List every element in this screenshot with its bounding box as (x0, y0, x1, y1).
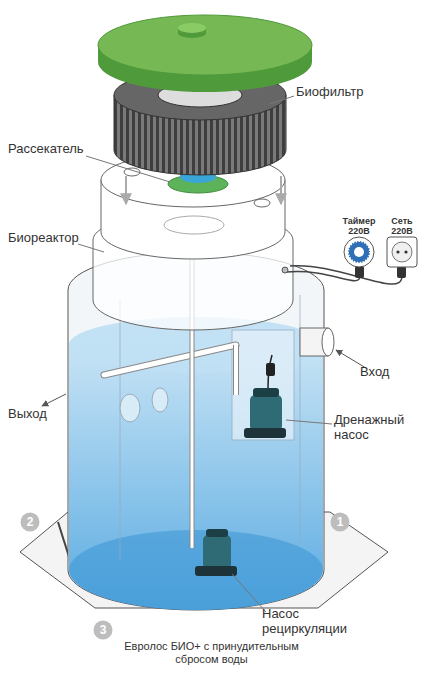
assembly-arrow (125, 176, 127, 204)
recirculation-pump-cap (206, 529, 228, 537)
partition (120, 295, 300, 560)
socket-icon (384, 236, 420, 268)
callout-number-text: 3 (93, 620, 113, 640)
float-switch (266, 363, 275, 376)
leader-line (42, 394, 66, 406)
drain-pipe (233, 345, 239, 395)
callout-fill (94, 621, 113, 640)
drainage-pump-base (244, 428, 286, 438)
leader-line (86, 156, 170, 182)
callout-number-text: 1 (330, 512, 350, 532)
part-label: Рассекатель (8, 141, 118, 156)
power-cable (290, 266, 402, 284)
lid-top (98, 15, 312, 75)
power-heading: Таймер 220В (336, 216, 382, 236)
recirculation-pump (203, 535, 231, 569)
callout-number: 2 (20, 512, 40, 532)
power-cable (286, 272, 360, 281)
overflow-hole (152, 388, 168, 412)
leader-line (286, 420, 332, 424)
inner-cylinder (164, 216, 224, 234)
power-heading: Сеть 220В (384, 216, 420, 236)
overflow-hole (120, 394, 140, 422)
socket-pin (396, 250, 399, 253)
callout-number: 1 (330, 512, 350, 532)
part-label: Дренажный насос (334, 412, 420, 442)
plate-hole (254, 199, 270, 207)
socket-pin (404, 250, 407, 253)
water (69, 317, 323, 610)
drain-pipe (234, 345, 238, 395)
timer-symbol: Таймер 220В (336, 216, 382, 268)
socket-face (392, 242, 412, 262)
callout-fill (331, 513, 350, 532)
drainage-pump (250, 395, 282, 431)
assembly-arrow (280, 176, 282, 204)
callout-fill (21, 513, 40, 532)
caption: Евролос БИО+ с принудительным сбросом во… (0, 640, 423, 666)
pump-chamber (232, 330, 294, 440)
part-label: Насос рециркуляции (262, 606, 362, 636)
callout-number: 3 (93, 620, 113, 640)
lid-knob-top (178, 23, 206, 33)
plug (397, 266, 406, 278)
drainage-pump-cap (253, 388, 279, 397)
leader-line (232, 574, 266, 612)
part-label: Биореактор (8, 230, 118, 245)
leader-line (270, 96, 294, 104)
socket-body (387, 237, 417, 267)
inlet-mouth (322, 328, 334, 356)
outlet-pipe (104, 345, 236, 375)
leader-line (78, 244, 104, 252)
plug (355, 266, 364, 278)
cable-gland (282, 267, 288, 273)
timer-body (344, 237, 374, 267)
outlet-pipe (104, 345, 236, 375)
part-label: Вход (360, 364, 420, 379)
part-label: Биофильтр (296, 84, 406, 99)
recirculation-pump-base (195, 566, 237, 576)
timer-knob (354, 247, 364, 257)
timer-dial (348, 241, 370, 263)
socket-symbol: Сеть 220В (384, 216, 420, 268)
part-label: Выход (8, 406, 68, 421)
tank-bottom (69, 530, 323, 610)
callout-number-text: 2 (20, 512, 40, 532)
timer-icon (336, 236, 382, 268)
